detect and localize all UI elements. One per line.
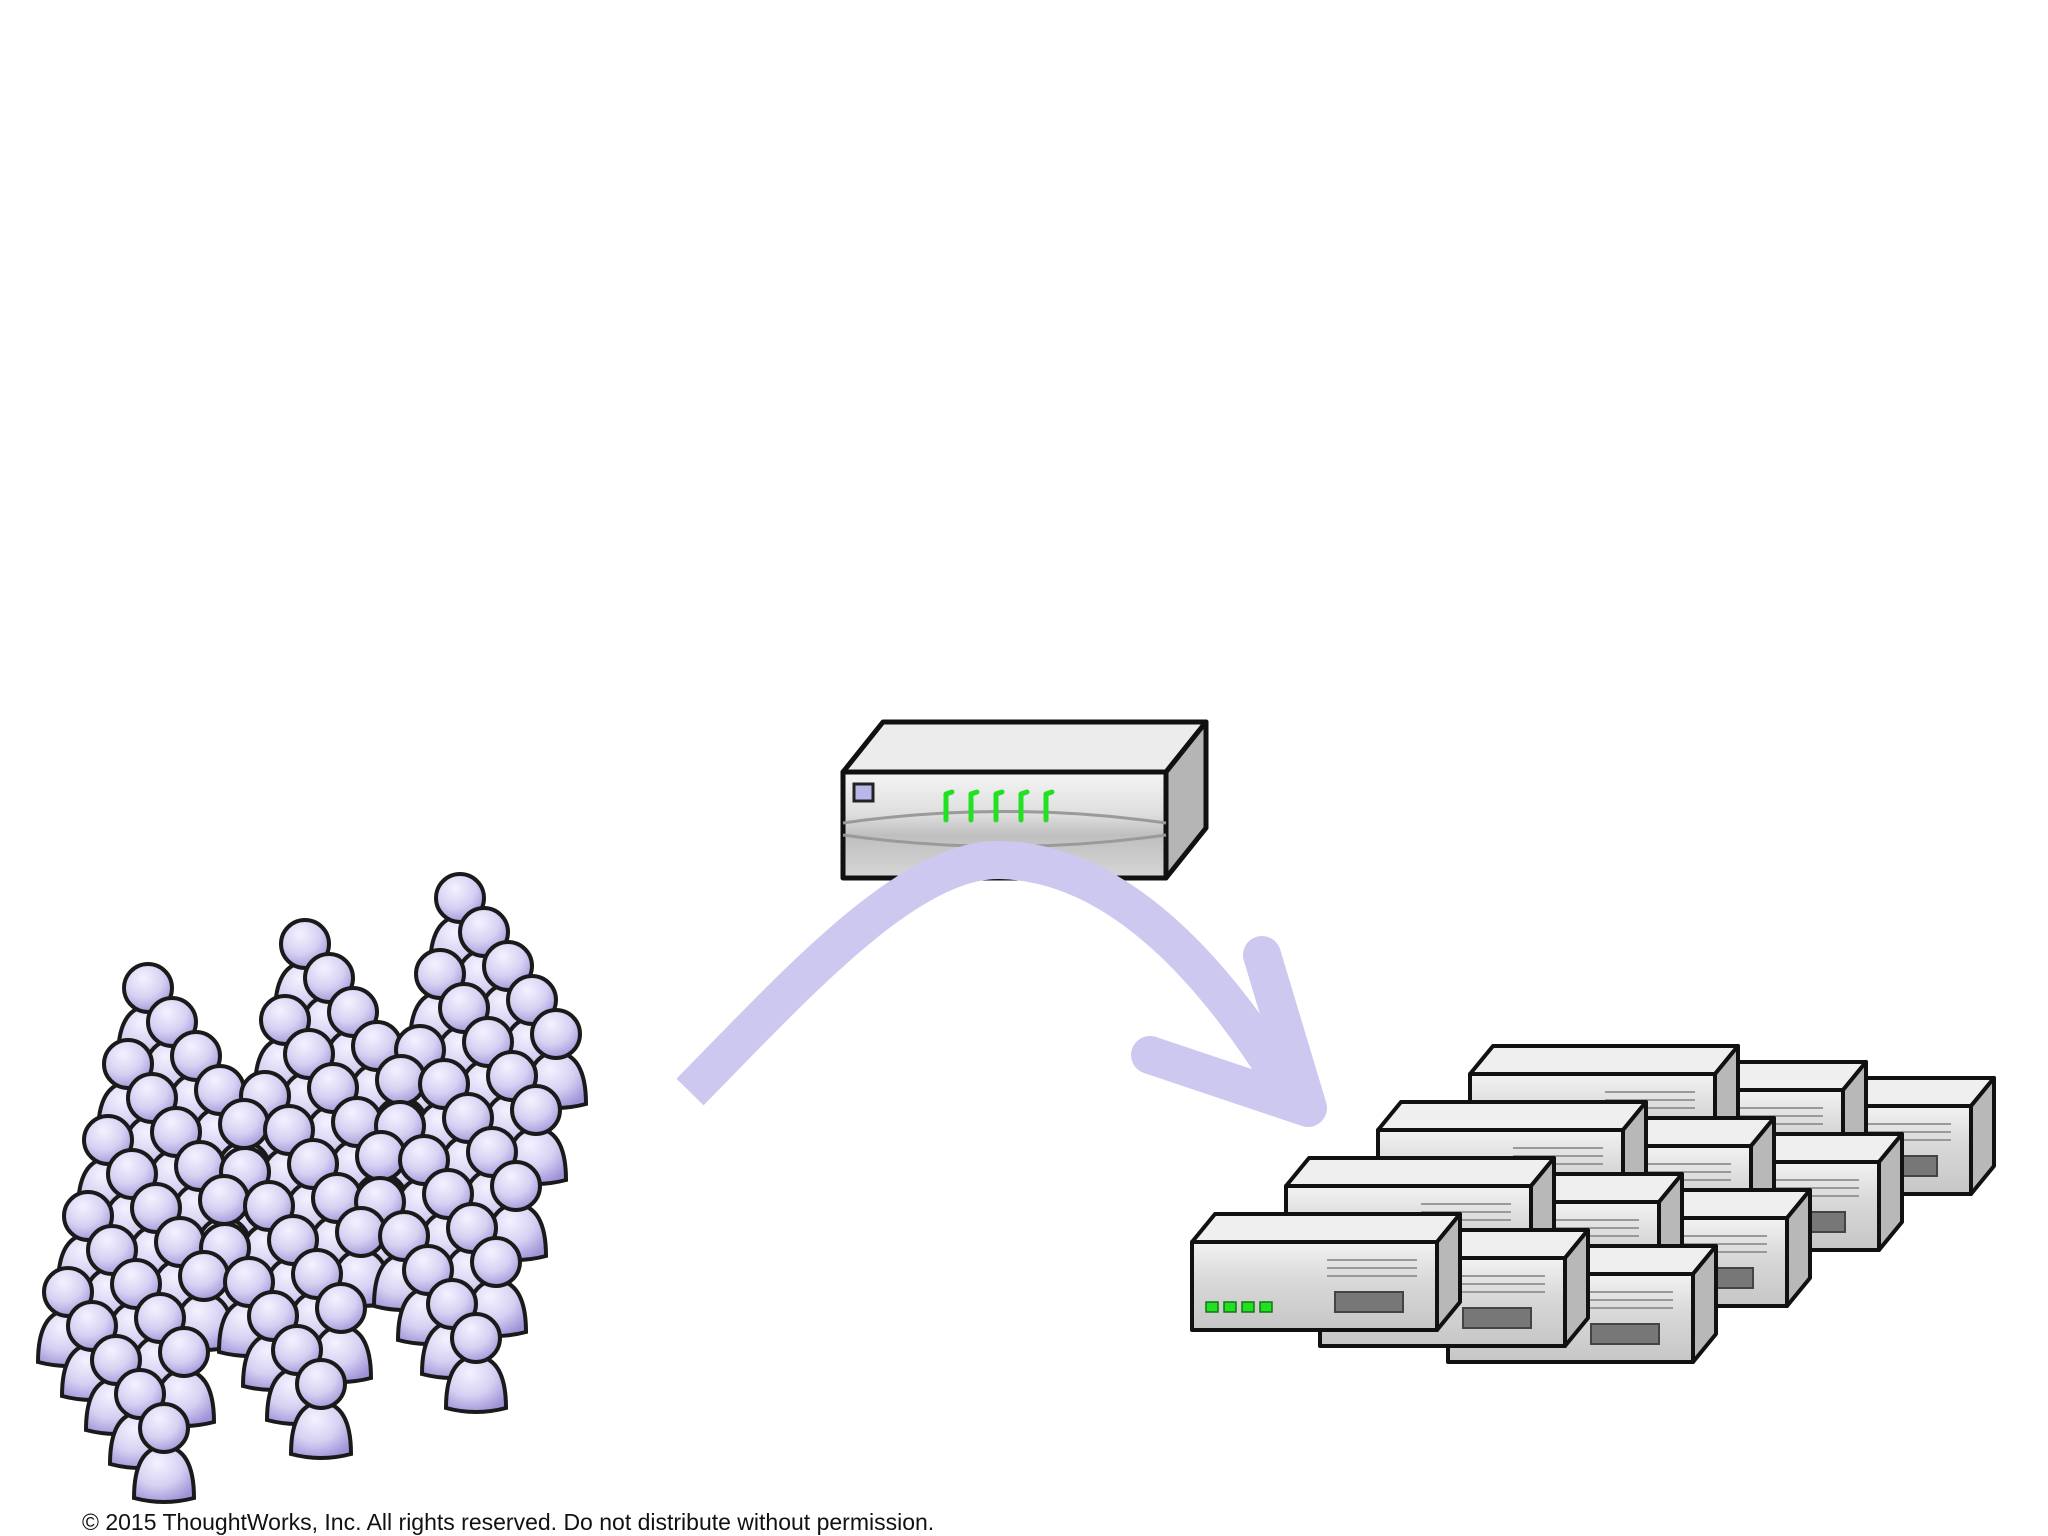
- crowd-group: [36, 872, 588, 1504]
- server-cluster: [1190, 1044, 1996, 1364]
- status-led-icon: [1205, 1301, 1273, 1313]
- status-led-icon: [943, 789, 1055, 823]
- request-flow-arrow-icon: [676, 840, 1327, 1127]
- copyright-footer: © 2015 ThoughtWorks, Inc. All rights res…: [82, 1509, 935, 1535]
